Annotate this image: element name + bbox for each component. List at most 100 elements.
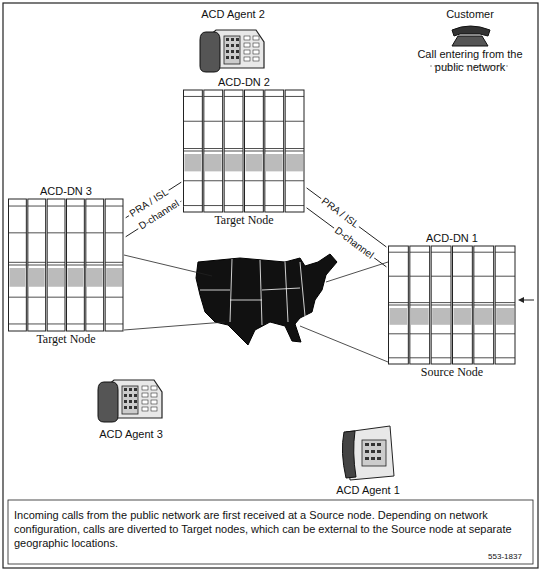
cabinet-shade <box>68 268 84 287</box>
cabinet-column <box>245 90 264 212</box>
cabinet-shelf <box>28 262 46 263</box>
cabinet-column <box>67 199 85 331</box>
cabinet-shelf <box>86 323 104 324</box>
cabinet-shade <box>432 308 450 325</box>
cabinet-shelf <box>47 297 65 298</box>
cabinet-shelf <box>389 276 409 277</box>
cabinet-shelf <box>184 148 203 149</box>
cabinet-shelf <box>105 262 123 263</box>
cabinet-shelf <box>285 205 304 206</box>
cabinet-shelf <box>105 265 123 266</box>
cabinet-shelf <box>184 121 203 122</box>
cabinet-shelf <box>204 121 223 122</box>
cabinet-shelf <box>431 276 451 277</box>
cabinet-shelf <box>453 357 473 358</box>
customer-note: Call entering from the public network <box>410 48 530 74</box>
cabinet-column <box>9 199 27 331</box>
cabinet-shelf <box>86 262 104 263</box>
cabinet-shelf <box>474 357 494 358</box>
cabinet-shelf <box>265 205 284 206</box>
cabinet-shelf <box>285 151 304 152</box>
customer-phone <box>452 26 490 46</box>
cabinet-shelf <box>495 357 515 358</box>
caption: Incoming calls from the public network a… <box>14 508 526 550</box>
switch-node: ACD-DN 2 Target Node <box>183 76 305 227</box>
cabinet-shade <box>10 268 26 287</box>
cabinet-shelf <box>224 148 243 149</box>
cabinet-shelf <box>86 265 104 266</box>
cabinet-column <box>204 90 223 212</box>
cabinet-shelf <box>389 252 409 253</box>
cabinet-shelf <box>9 265 27 266</box>
cabinet-shade <box>475 308 493 325</box>
cabinet-shade <box>205 154 222 171</box>
cabinet-shelf <box>86 297 104 298</box>
cabinet-shelf <box>431 302 451 303</box>
cabinet-shelf <box>265 148 284 149</box>
cabinet-column <box>86 199 104 331</box>
cabinet-shelf <box>474 276 494 277</box>
cabinet-shelf <box>105 323 123 324</box>
switch-node: ACD-DN 1Source Node <box>388 232 516 379</box>
cabinet-shelf <box>105 206 123 207</box>
cabinet-shelf <box>224 180 243 181</box>
cabinet-shelf <box>265 121 284 122</box>
switch-cabinet <box>183 89 305 213</box>
cabinet-shelf <box>245 121 264 122</box>
node-role: Target Node <box>212 213 275 227</box>
cabinet-shelf <box>410 276 430 277</box>
cabinet-shade <box>225 154 242 171</box>
cabinet-column <box>389 246 409 364</box>
cabinet-shelf <box>86 232 104 233</box>
switch-node: ACD-DN 3Target Node <box>8 185 124 346</box>
cabinet-shelf <box>495 305 515 306</box>
agent-phone <box>200 30 264 72</box>
cabinet-shelf <box>184 151 203 152</box>
cabinet-column <box>265 90 284 212</box>
cabinet-shade <box>48 268 64 287</box>
cabinet-shelf <box>204 180 223 181</box>
agent-phone <box>98 380 162 422</box>
cabinet-shelf <box>474 302 494 303</box>
cabinet-shelf <box>28 206 46 207</box>
cabinet-shade <box>87 268 103 287</box>
cabinet-shade <box>390 308 408 325</box>
cabinet-shelf <box>9 262 27 263</box>
cabinet-shelf <box>453 252 473 253</box>
cabinet-column <box>410 246 430 364</box>
cabinet-shelf <box>431 252 451 253</box>
cabinet-shade <box>496 308 514 325</box>
cabinet-shelf <box>410 305 430 306</box>
cabinet-shelf <box>495 276 515 277</box>
cabinet-shelf <box>495 302 515 303</box>
cabinet-shelf <box>67 262 85 263</box>
cabinet-shade <box>266 154 283 171</box>
cabinet-shelf <box>453 305 473 306</box>
cabinet-shelf <box>389 302 409 303</box>
cabinet-shade <box>454 308 472 325</box>
cabinet-shelf <box>410 252 430 253</box>
agent-phone <box>342 426 394 480</box>
cabinet-shelf <box>28 297 46 298</box>
cabinet-shelf <box>285 121 304 122</box>
cabinet-shelf <box>389 305 409 306</box>
cabinet-shelf <box>224 205 243 206</box>
cabinet-shelf <box>28 265 46 266</box>
cabinet-column <box>431 246 451 364</box>
cabinet-shelf <box>224 151 243 152</box>
cabinet-shelf <box>431 333 451 334</box>
cabinet-column <box>285 90 304 212</box>
cabinet-shelf <box>47 265 65 266</box>
cabinet-shelf <box>28 232 46 233</box>
agent-label: ACD Agent 2 <box>178 8 288 21</box>
cabinet-shade <box>106 268 122 287</box>
cabinet-shelf <box>67 323 85 324</box>
node-name: ACD-DN 2 <box>218 76 270 89</box>
cabinet-column <box>495 246 515 364</box>
cabinet-shelf <box>67 206 85 207</box>
cabinet-shelf <box>495 252 515 253</box>
cabinet-shelf <box>9 206 27 207</box>
cabinet-shade <box>185 154 202 171</box>
cabinet-shade <box>29 268 45 287</box>
cabinet-shelf <box>67 297 85 298</box>
